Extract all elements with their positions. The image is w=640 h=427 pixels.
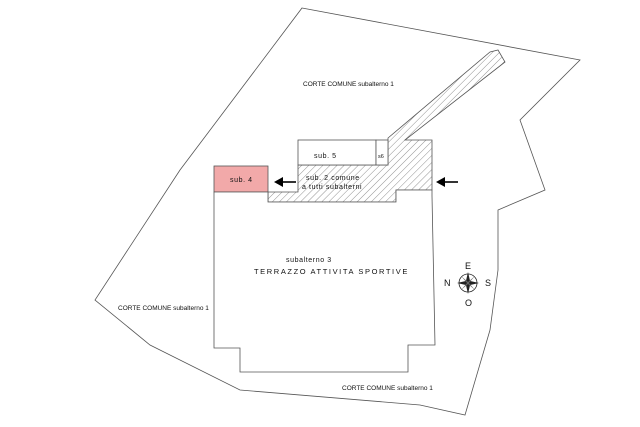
arrow-left-inner	[274, 177, 296, 187]
sub5-box	[297, 139, 377, 166]
label-corte-top: CORTE COMUNE subalterno 1	[303, 81, 394, 88]
label-sub4: sub. 4	[230, 177, 253, 184]
sub3-building	[213, 189, 436, 373]
lot-boundary	[94, 7, 581, 416]
compass-north: E	[465, 261, 471, 271]
label-sub5: sub. 5	[314, 153, 337, 160]
label-sub2-line2: a tutti subalterni	[302, 184, 362, 191]
label-corte-bottom: CORTE COMUNE subalterno 1	[342, 385, 433, 392]
label-terrazzo: TERRAZZO ATTIVITA SPORTIVE	[254, 267, 409, 276]
access-ramp-hatched	[267, 49, 506, 203]
compass-west: N	[444, 278, 451, 288]
label-sub6: s6	[378, 154, 384, 160]
compass-east: S	[485, 278, 491, 288]
label-corte-left: CORTE COMUNE subalterno 1	[118, 305, 209, 312]
compass-south: O	[465, 298, 472, 308]
label-sub3: subalterno 3	[286, 257, 332, 264]
compass-rose: E O N S	[444, 261, 491, 308]
arrow-left-outer	[436, 177, 458, 187]
sub6-box	[375, 139, 389, 166]
label-sub2-line1: sub. 2 comune	[306, 175, 360, 182]
